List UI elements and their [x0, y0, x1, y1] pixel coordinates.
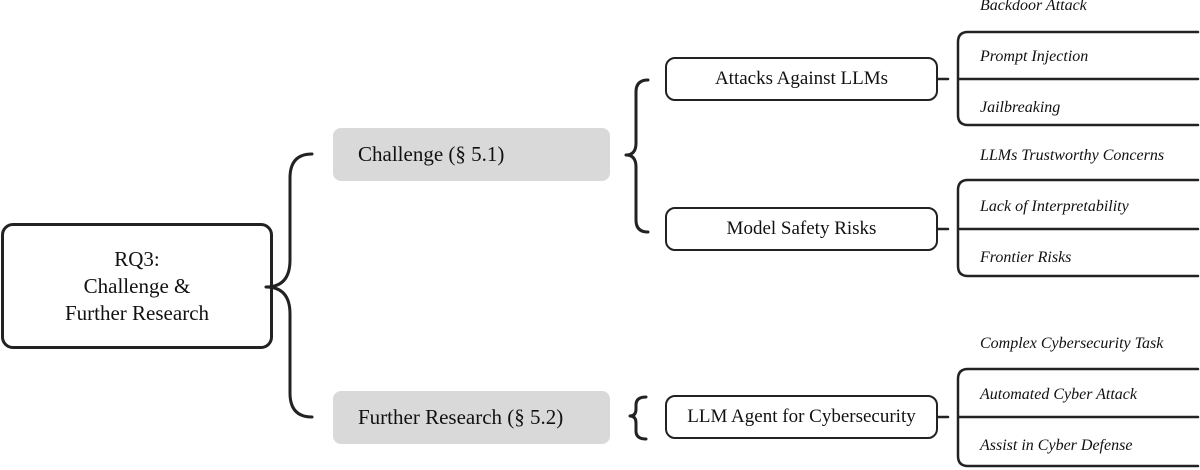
llm-agent-node: LLM Agent for Cybersecurity: [665, 395, 938, 439]
leaf-jailbreaking: Jailbreaking: [980, 99, 1061, 116]
safety-leaf-connector: [936, 178, 1200, 278]
attacks-leaf-connector: [936, 30, 1200, 127]
root-node: RQ3: Challenge & Further Research: [1, 223, 273, 349]
leaf-assist-in-cyber-defense: Assist in Cyber Defense: [980, 437, 1133, 454]
leaf-frontier-risks: Frontier Risks: [980, 249, 1072, 266]
root-brace: [264, 152, 314, 419]
root-line-1: RQ3:: [114, 246, 160, 271]
leaf-llms-trustworthy-concerns: LLMs Trustworthy Concerns: [980, 147, 1165, 164]
root-line-2: Challenge &: [83, 273, 191, 298]
attacks-against-llms-node: Attacks Against LLMs: [665, 57, 938, 101]
leaf-backdoor-attack: Backdoor Attack: [980, 0, 1087, 14]
challenge-brace: [624, 78, 650, 234]
leaf-automated-cyber-attack: Automated Cyber Attack: [980, 386, 1137, 403]
further-brace: [628, 395, 648, 441]
agent-leaf-connector: [936, 367, 1200, 468]
leaf-lack-of-interpretability: Lack of Interpretability: [980, 198, 1129, 215]
leaf-complex-cybersecurity-task: Complex Cybersecurity Task: [980, 335, 1164, 352]
model-safety-risks-node: Model Safety Risks: [665, 207, 938, 251]
further-research-category: Further Research (§ 5.2): [333, 391, 610, 444]
leaf-prompt-injection: Prompt Injection: [980, 48, 1089, 65]
challenge-category: Challenge (§ 5.1): [333, 128, 610, 181]
root-line-3: Further Research: [64, 300, 210, 325]
